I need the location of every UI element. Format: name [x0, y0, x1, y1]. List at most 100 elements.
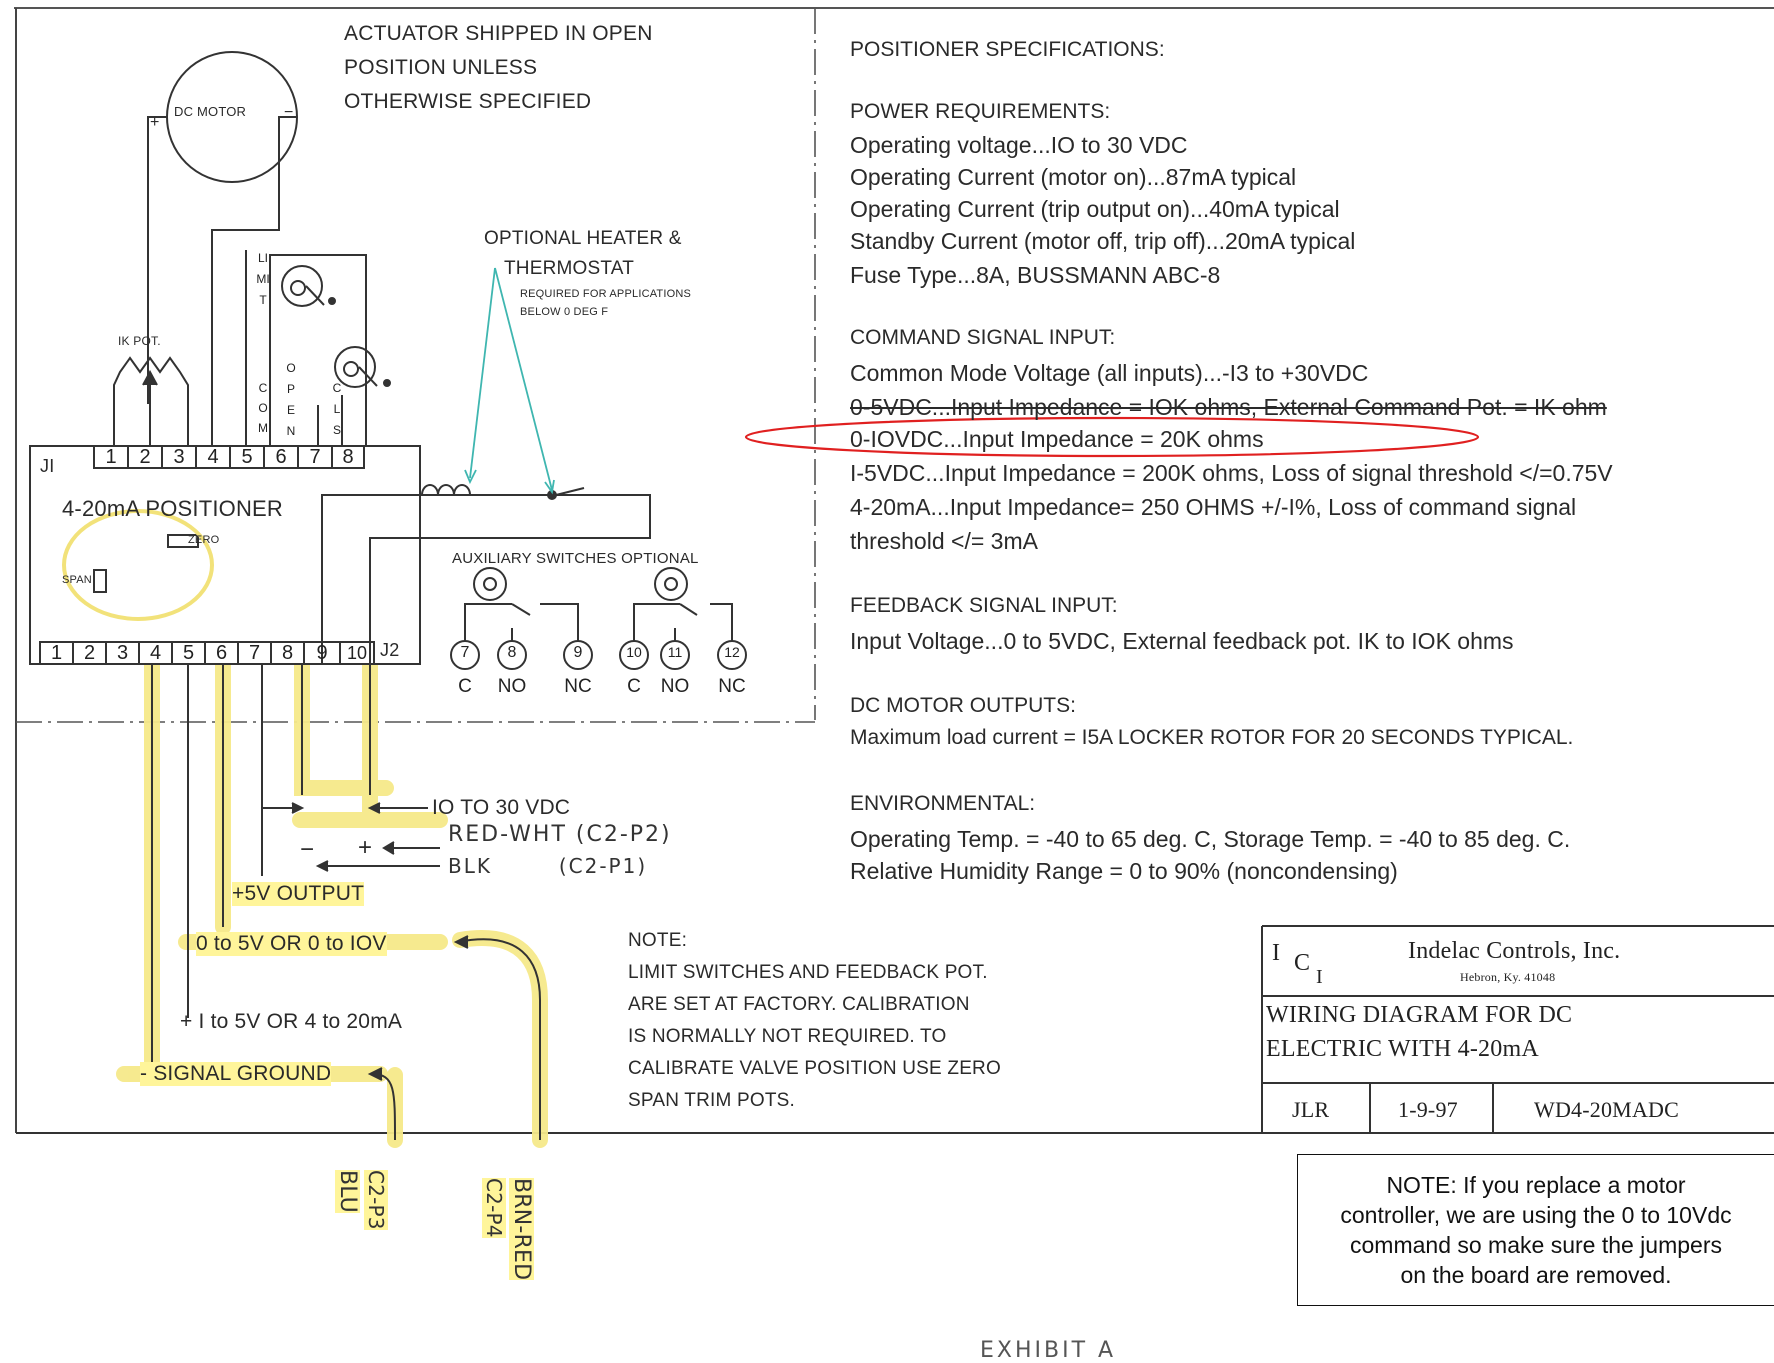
- replacement-note-line: controller, we are using the 0 to 10Vdc: [1340, 1202, 1732, 1228]
- plus-terminal-sign: +: [358, 834, 373, 861]
- power-line: Standby Current (motor off, trip off)...…: [850, 228, 1356, 254]
- heater-title-1: OPTIONAL HEATER &: [484, 228, 682, 249]
- signal-ground-label: - SIGNAL GROUND: [140, 1062, 332, 1086]
- j2-terminal: 6: [215, 642, 228, 664]
- command-title: COMMAND SIGNAL INPUT:: [850, 326, 1116, 349]
- j1-label: JI: [40, 456, 55, 476]
- hand-blu-label: BLU: [335, 1170, 360, 1213]
- j2-terminal: 1: [50, 642, 63, 664]
- j2-wires: [151, 494, 651, 1062]
- aux-number: 7: [460, 644, 470, 661]
- heater-sub-2: BELOW 0 DEG F: [520, 306, 609, 318]
- replacement-note-line: NOTE: If you replace a motor: [1386, 1172, 1686, 1198]
- j1-terminal: 3: [173, 446, 185, 468]
- command-line: 4-20mA...Input Impedance= 250 OHMS +/-I%…: [850, 494, 1577, 520]
- j1-terminal: 2: [139, 446, 151, 468]
- hand-c2p4-label: C2-P4: [482, 1178, 506, 1238]
- factory-note-line: IS NORMALLY NOT REQUIRED. TO: [628, 1026, 947, 1047]
- motor-plus: +: [150, 114, 160, 131]
- command-line: Common Mode Voltage (all inputs)...-I3 t…: [850, 360, 1369, 386]
- pot-label: IK POT.: [118, 334, 161, 348]
- span-label: SPAN: [62, 574, 92, 586]
- aux-label: NO: [660, 676, 690, 697]
- input-4-20-label: + I to 5V OR 4 to 20mA: [180, 1010, 403, 1033]
- minus-terminal-sign: −: [300, 836, 315, 863]
- aux-switches: [450, 567, 747, 670]
- tb-date: 1-9-97: [1398, 1097, 1458, 1122]
- actuator-note-line-1: ACTUATOR SHIPPED IN OPEN: [344, 22, 653, 45]
- j2-terminal: 10: [346, 643, 368, 663]
- supply-voltage-label: IO TO 30 VDC: [432, 796, 571, 819]
- j1-terminal: 5: [241, 446, 253, 468]
- input-0-10-label: 0 to 5V OR 0 to IOV: [196, 932, 387, 956]
- tb-drawn-by: JLR: [1292, 1097, 1330, 1122]
- hand-c2p3-label: C2-P3: [364, 1170, 388, 1230]
- factory-note-title: NOTE:: [628, 930, 688, 951]
- j1-terminal-numbers: 1 2 3 4 5 6 7 8: [94, 446, 364, 468]
- power-line: Operating Current (motor on)...87mA typi…: [850, 164, 1297, 190]
- feedback-line: Input Voltage...0 to 5VDC, External feed…: [850, 628, 1514, 654]
- heater-thermostat: [421, 484, 650, 500]
- tb-title-line-1: WIRING DIAGRAM FOR DC: [1266, 1002, 1573, 1028]
- power-line: Operating voltage...IO to 30 VDC: [850, 132, 1188, 158]
- aux-label: C: [458, 676, 472, 697]
- tb-address: Hebron, Ky. 41048: [1460, 970, 1556, 984]
- supply-arrows: [262, 802, 440, 872]
- heater-arrows: [464, 267, 555, 495]
- j1-terminal: 4: [207, 446, 219, 468]
- tb-title-line-2: ELECTRIC WITH 4-20mA: [1266, 1036, 1539, 1062]
- aux-title: AUXILIARY SWITCHES OPTIONAL: [452, 550, 699, 567]
- red-highlight-ellipse: [744, 416, 1480, 458]
- title-block-lines: [1261, 925, 1774, 1133]
- tb-logo-i: I: [1272, 940, 1281, 966]
- bottom-scribble: EXHIBIT A: [980, 1338, 1117, 1363]
- aux-label: NC: [564, 676, 592, 697]
- command-line: I-5VDC...Input Impedance = 200K ohms, Lo…: [850, 460, 1613, 486]
- j2-terminal: 4: [149, 642, 162, 664]
- actuator-note-line-2: POSITION UNLESS: [344, 56, 538, 79]
- aux-label: C: [627, 676, 641, 697]
- heater-sub-1: REQUIRED FOR APPLICATIONS: [520, 288, 692, 300]
- j2-terminal: 8: [281, 642, 294, 664]
- environmental-line: Relative Humidity Range = 0 to 90% (nonc…: [850, 858, 1398, 884]
- tb-logo-i2: I: [1316, 966, 1323, 988]
- aux-number: 10: [626, 644, 642, 660]
- hand-arrows: [367, 841, 541, 1141]
- motor-label: DC MOTOR: [174, 104, 247, 119]
- power-line: Operating Current (trip output on)...40m…: [850, 196, 1340, 222]
- j1-terminal: 1: [105, 446, 117, 468]
- j1-terminal: 8: [342, 446, 354, 468]
- motor-minus: −: [284, 104, 294, 121]
- power-title: POWER REQUIREMENTS:: [850, 100, 1111, 123]
- j1-terminal: 7: [309, 446, 321, 468]
- aux-number: 8: [507, 644, 517, 661]
- factory-note-line: CALIBRATE VALVE POSITION USE ZERO: [628, 1058, 1001, 1079]
- j2-terminal: 3: [116, 642, 129, 664]
- tb-drawing-number: WD4-20MADC: [1534, 1097, 1679, 1122]
- output-5v-label: +5V OUTPUT: [232, 882, 365, 906]
- tb-logo-c: C: [1294, 950, 1311, 976]
- actuator-note-line-3: OTHERWISE SPECIFIED: [344, 90, 592, 113]
- j1-terminal: 6: [275, 446, 287, 468]
- motor-outputs-title: DC MOTOR OUTPUTS:: [850, 694, 1076, 717]
- com-label: COM: [258, 381, 268, 435]
- aux-number: 12: [724, 644, 740, 660]
- hand-blk-label: BLK (C2-P1): [448, 854, 648, 878]
- aux-number: 11: [667, 644, 683, 660]
- dc-motor: [147, 51, 298, 446]
- j2-terminal: 2: [83, 642, 96, 664]
- positioner-board: [29, 445, 421, 665]
- replacement-note-line: command so make sure the jumpers: [1350, 1232, 1722, 1258]
- environmental-line: Operating Temp. = -40 to 65 deg. C, Stor…: [850, 826, 1571, 852]
- positioner-title: 4-20mA POSITIONER: [62, 496, 284, 521]
- limit-switches: [245, 250, 391, 446]
- power-line: Fuse Type...8A, BUSSMANN ABC-8: [850, 262, 1221, 288]
- j2-label: J2: [380, 640, 400, 660]
- aux-label: NC: [718, 676, 746, 697]
- motor-outputs-line: Maximum load current = I5A LOCKER ROTOR …: [850, 726, 1574, 749]
- hand-red-wht-label: RED-WHT (C2-P2): [448, 822, 672, 847]
- tb-company: Indelac Controls, Inc.: [1408, 938, 1621, 964]
- aux-label: NO: [497, 676, 527, 697]
- factory-note-line: SPAN TRIM POTS.: [628, 1090, 795, 1111]
